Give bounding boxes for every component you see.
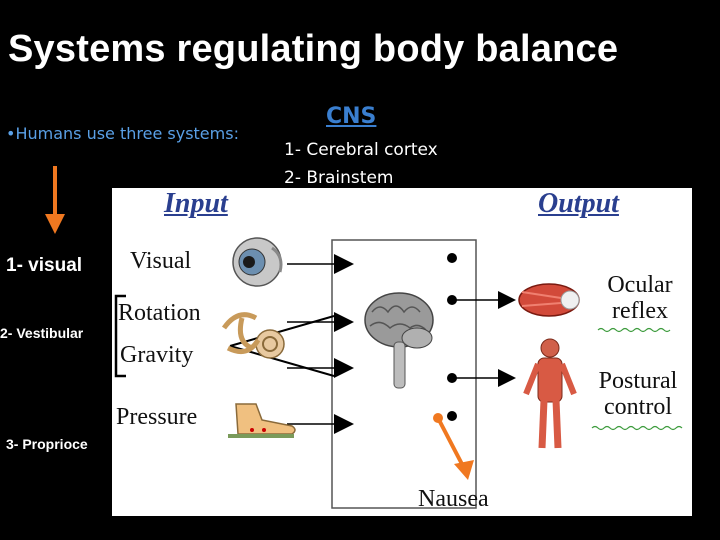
input-label-pressure: Pressure	[116, 404, 198, 430]
output-heading: Output	[538, 188, 619, 219]
nausea-arrow	[436, 417, 466, 469]
diagram-graphics	[114, 237, 683, 509]
diagram-panel: Input Output Visual Rotation Gravity Pre…	[112, 188, 692, 516]
input-label-rotation: Rotation	[118, 300, 201, 326]
cns-box	[331, 239, 477, 509]
input-label-visual: Visual	[130, 248, 192, 274]
muscle-body-icon	[523, 338, 577, 449]
output-postural-line2: control	[604, 394, 672, 420]
system-proprioceptive: 3- Proprioce	[6, 436, 88, 452]
output-postural-line1: Postural	[598, 368, 678, 394]
output-ocular-line2: reflex	[612, 298, 668, 324]
down-arrow-icon	[45, 166, 65, 234]
brain-icon	[364, 292, 434, 389]
cns-item-brainstem: 2- Brainstem	[284, 168, 394, 188]
input-heading: Input	[164, 188, 228, 219]
slide-title: Systems regulating body balance	[8, 28, 619, 70]
output-ocular-line1: Ocular	[607, 272, 673, 298]
input-arrows	[287, 254, 354, 434]
output-postural-control: Postural control	[584, 368, 692, 420]
vestibular-bracket	[114, 294, 126, 378]
output-ocular-reflex: Ocular reflex	[590, 272, 690, 324]
output-arrows	[447, 253, 516, 421]
output-nausea: Nausea	[418, 486, 489, 512]
inner-ear-icon	[221, 312, 285, 359]
cns-heading: CNS	[326, 104, 377, 129]
input-label-gravity: Gravity	[120, 342, 194, 368]
eye-muscle-icon	[518, 283, 580, 317]
eye-icon	[232, 237, 283, 287]
system-visual: 1- visual	[6, 255, 83, 276]
cns-item-cortex: 1- Cerebral cortex	[284, 140, 438, 160]
intro-bullet: •Humans use three systems:	[6, 124, 239, 143]
foot-icon	[228, 403, 296, 438]
system-vestibular: 2- Vestibular	[0, 325, 84, 341]
